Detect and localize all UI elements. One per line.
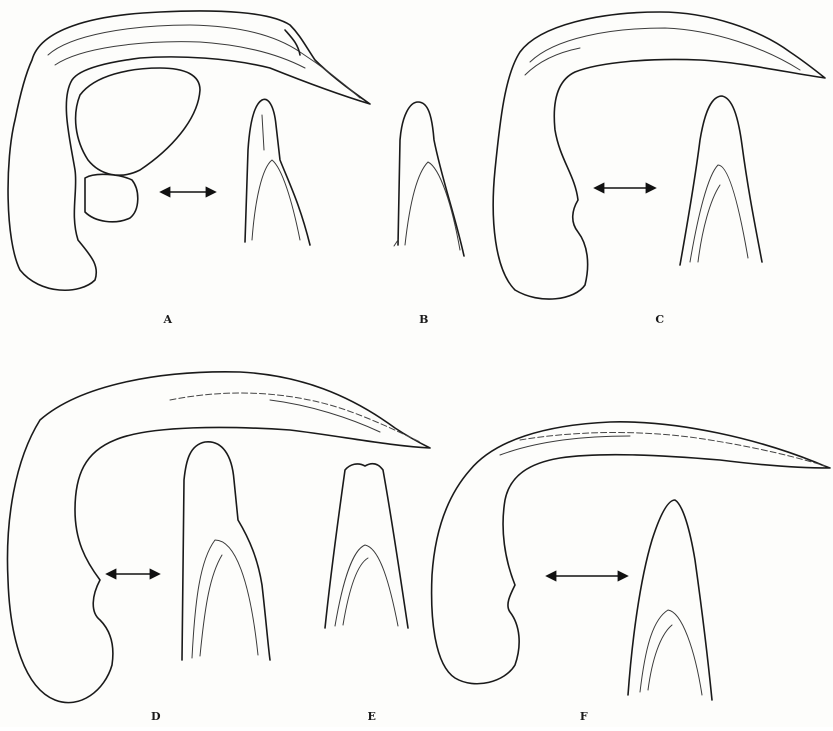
figure-d-outline (7, 372, 430, 703)
figure-label-c: C (655, 313, 664, 326)
figure-label-d: D (151, 710, 161, 723)
figure-label-e: E (368, 710, 377, 723)
figure-f-outline (432, 422, 830, 684)
figure-a-bud (85, 174, 138, 221)
figure-b-section (394, 102, 464, 256)
figure-label-b: B (419, 313, 429, 326)
figure-c-outline (493, 12, 825, 299)
figure-e-section (325, 464, 408, 628)
figure-c-section (680, 96, 762, 265)
figure-a-outline (8, 11, 370, 290)
figure-a-head-lobe (76, 68, 200, 175)
figure-a-section (245, 99, 310, 245)
figure-d-section (182, 442, 270, 660)
figure-label-f: F (580, 710, 588, 723)
figure-label-a: A (163, 313, 172, 326)
figure-f-section (628, 500, 712, 700)
